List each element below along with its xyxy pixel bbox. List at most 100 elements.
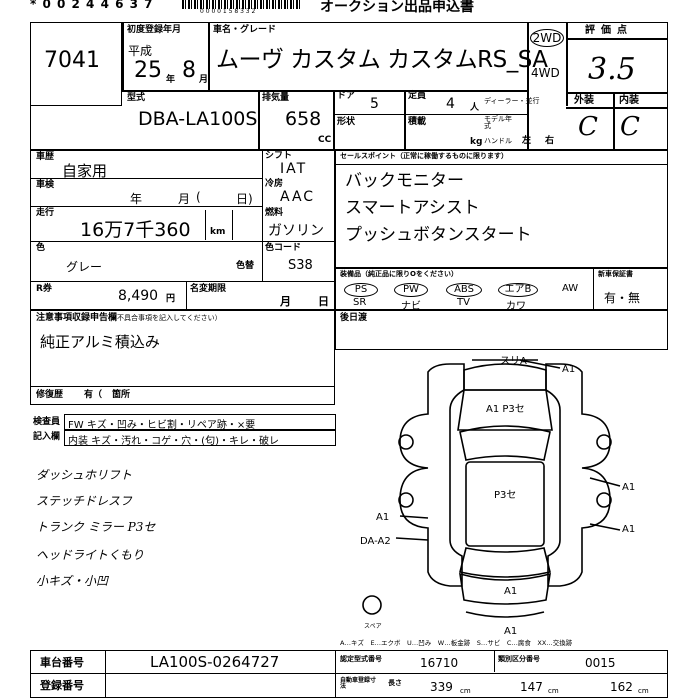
- mark-top: スリA: [500, 356, 527, 367]
- registration-label: 初度登録年月: [127, 25, 182, 35]
- load-label: 積載: [408, 117, 427, 127]
- handwritten-note-4: ヘッドライトくもり: [36, 548, 145, 562]
- inspection-no-label-1: 認定型式番号: [340, 655, 382, 663]
- dimensions-length-unit: cm: [460, 687, 471, 695]
- registration-era: 平成: [128, 44, 153, 58]
- sales-point-3: プッシュボタンスタート: [345, 225, 532, 245]
- mark-roof: P3セ: [494, 489, 516, 501]
- handle-label: ハンドル: [484, 137, 512, 145]
- spare-wheel: [362, 595, 382, 615]
- mark-right-2: A1: [622, 524, 635, 535]
- dimensions-label: 自動車登録寸法: [340, 677, 377, 690]
- wheel-rear-left: [398, 492, 414, 508]
- name-change-month: 月: [280, 295, 291, 308]
- dimensions-width-unit: cm: [548, 687, 559, 695]
- fuel-label: 燃料: [265, 208, 284, 218]
- inspection-label: 車検: [36, 180, 55, 190]
- handle-right: 右: [545, 136, 555, 146]
- handwritten-note-3: トランク ミラー P3セ: [36, 520, 156, 534]
- inspection-year: 年: [130, 192, 143, 206]
- recycle-value: 8,490: [118, 288, 159, 304]
- mark-bottom: A1: [504, 626, 517, 637]
- interior-grade: C: [620, 112, 640, 142]
- wheel-rear-right: [596, 492, 612, 508]
- ac-label: 冷房: [265, 179, 284, 189]
- equip-airbag: エアB: [498, 283, 538, 297]
- check-row-2-box: [64, 430, 336, 446]
- registration-month: 8: [182, 58, 196, 83]
- shift-value: IAT: [280, 161, 308, 177]
- repair-label: 修復歴: [36, 390, 64, 400]
- equip-aw: AW: [562, 283, 579, 294]
- registration-month-unit: 月: [199, 75, 209, 85]
- hood: [457, 389, 553, 431]
- equip-leather: カワ: [506, 301, 526, 312]
- inspection-no-label-2: 類別区分番号: [498, 655, 540, 663]
- dimensions-height: 162: [610, 680, 633, 694]
- capacity-value: 4: [446, 96, 455, 112]
- equip-abs: ABS: [446, 283, 482, 297]
- equipment-label: 装備品（純正品に限りOをください）: [340, 270, 458, 278]
- registration-year: 25: [134, 58, 162, 83]
- check-label-2: 記入欄: [33, 432, 61, 442]
- mileage-value: 16万7千360: [80, 219, 191, 241]
- repair-value: 有（: [84, 390, 103, 400]
- car-name-label: 車名・グレード: [213, 25, 277, 35]
- notes-sublabel: （不具合事項を記入してください）: [110, 314, 222, 322]
- displacement-value: 658: [285, 108, 322, 130]
- model-label: 型式: [127, 93, 146, 103]
- dimensions-length-label: 長さ: [388, 679, 402, 687]
- chassis-label: 車台番号: [40, 656, 84, 669]
- wheel-front-left: [398, 434, 414, 450]
- mark-left-1: A1: [376, 512, 389, 523]
- rear-window: [459, 547, 551, 578]
- notes-text: 純正アルミ積込み: [40, 333, 160, 351]
- ac-value: AAC: [280, 189, 316, 205]
- fuel-value: ガソリン: [268, 223, 324, 239]
- check-row-2: 内装 キズ・汚れ・コゲ・穴・(匂)・キレ・破レ: [68, 436, 279, 447]
- lot-box: [30, 22, 122, 106]
- recycle-unit: 円: [166, 294, 176, 304]
- dealer-label: ディーラー・並行: [484, 97, 540, 105]
- color-code: S38: [288, 258, 313, 273]
- warranty-label: 新車保証書: [598, 270, 633, 278]
- recycle-label: R券: [36, 284, 52, 294]
- notes-label: 注意事項収録申告欄: [36, 313, 118, 323]
- load-unit: kg: [470, 137, 483, 147]
- wheel-front-right: [596, 434, 612, 450]
- check-label-1: 検査員: [33, 417, 61, 427]
- chassis-value: LA100S-0264727: [150, 653, 280, 671]
- body-top: [463, 363, 547, 391]
- car-name: ムーヴ カスタム カスタムRS_SA: [216, 47, 548, 73]
- handwritten-note-2: ステッチドレスフ: [36, 494, 133, 508]
- mileage-label: 走行: [36, 208, 55, 218]
- name-change-day: 日: [318, 295, 329, 308]
- rear-hatch: [459, 572, 551, 605]
- inspection-no-value-2: 0015: [585, 656, 616, 670]
- color-label: 色: [36, 243, 46, 253]
- grade-overall: 3.5: [588, 52, 636, 87]
- capacity-unit: 人: [470, 103, 480, 113]
- check-row-1: FW キズ・凹み・ヒビ割・リペア跡・×要: [68, 420, 256, 431]
- damage-legend: A…キズ E…エクボ U…凹み W…板金跡 S…サビ C…腐食 XX…交換跡: [340, 639, 573, 647]
- handwritten-note-5: 小キズ・小凹: [36, 574, 109, 588]
- sales-points-block: [335, 150, 668, 268]
- dimensions-length: 339: [430, 680, 453, 694]
- usage-value: 自家用: [62, 162, 108, 180]
- vehicle-info-block: [30, 150, 335, 310]
- mark-left-2: DA-A2: [360, 536, 391, 547]
- mileage-unit: km: [210, 227, 226, 237]
- rear-bumper: [465, 611, 545, 618]
- mark-rear: A1: [504, 586, 517, 597]
- windshield: [459, 425, 551, 461]
- shape-label: 形状: [337, 117, 356, 127]
- color-code-label: 色コード: [265, 243, 302, 253]
- inspection-month: 月: [178, 192, 191, 206]
- equip-pw: PW: [394, 283, 428, 297]
- usage-label: 車歴: [36, 152, 55, 162]
- displacement-unit: CC: [318, 135, 332, 145]
- grade-label: 評価点: [585, 25, 633, 36]
- right-side-outline: [545, 363, 611, 587]
- equip-ps: PS: [344, 283, 378, 297]
- handwritten-note-1: ダッシュホリフト: [36, 468, 133, 482]
